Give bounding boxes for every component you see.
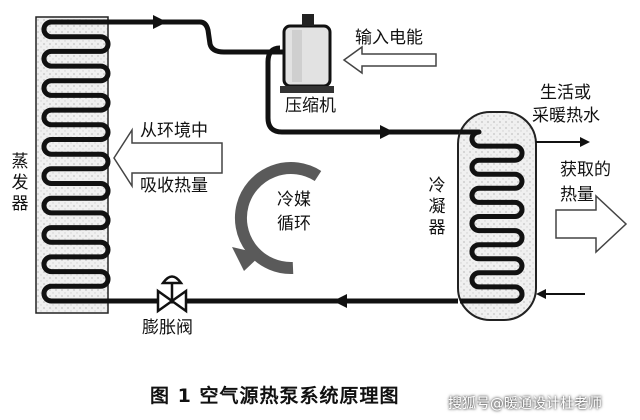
refrigerant-cycle-label-line1: 冷媒 (277, 190, 311, 210)
obtain-heat-label-line2: 热量 (560, 185, 594, 205)
compressor-top (302, 14, 314, 26)
power-input-arrow (342, 45, 437, 75)
expansion-valve-label: 膨胀阀 (142, 318, 193, 338)
watermark-text: 搜狐号@暖通设计杜老师 (448, 396, 602, 412)
hot-water-label-line1: 生活或 (540, 83, 591, 103)
compressor-shade (292, 30, 302, 82)
compressor-body (282, 24, 332, 88)
cycle-arrow-arc (234, 162, 322, 275)
absorb-heat-label-line2: 吸收热量 (140, 176, 208, 196)
evaporator-coil (41, 19, 111, 304)
pipe-evaporator-to-compressor (108, 19, 285, 55)
condenser-coil (460, 129, 525, 304)
compressor-label: 压缩机 (285, 96, 336, 116)
expansion-valve-symbol (156, 275, 188, 314)
compressor-base (280, 86, 334, 93)
flow-arrow-bottom (333, 294, 347, 308)
pipe-compressor-to-condenser (265, 45, 460, 135)
cycle-arrow-head (232, 247, 262, 271)
water-inlet-arrow (536, 289, 546, 299)
obtain-heat-label-line1: 获取的 (560, 160, 611, 180)
refrigerant-cycle-label-line2: 循环 (277, 214, 311, 234)
hot-water-label-line2: 采暖热水 (532, 106, 600, 126)
absorb-heat-label-line1: 从环境中 (140, 121, 208, 141)
evaporator-label: 蒸发器 (11, 152, 29, 214)
figure-caption: 图 1 空气源热泵系统原理图 (150, 385, 400, 407)
hot-water-outlet-arrow (580, 137, 590, 147)
obtain-heat-arrow (555, 194, 628, 254)
condenser-label: 冷凝器 (428, 176, 446, 238)
flow-arrow-mid (380, 125, 394, 139)
flow-arrow-top (153, 15, 167, 29)
absorb-heat-arrow (113, 127, 223, 189)
power-input-label: 输入电能 (355, 28, 423, 48)
